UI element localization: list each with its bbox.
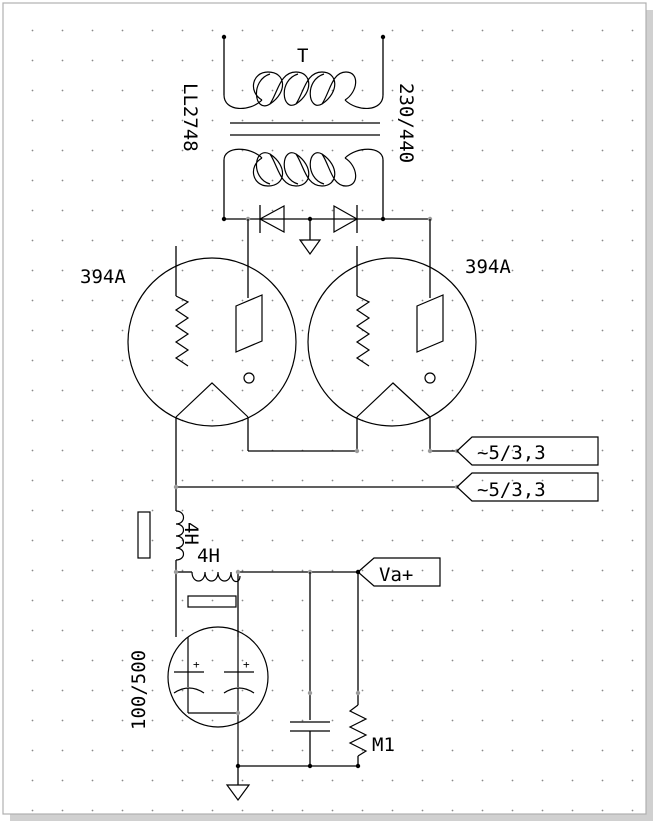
transformer-voltage-label: 230/440 <box>395 83 417 163</box>
grid-dots <box>4 4 645 813</box>
ground-symbol <box>225 784 251 802</box>
ground-bus <box>225 763 361 802</box>
transformer[interactable]: T LL2748 230/440 <box>179 34 417 219</box>
dual-capacitor[interactable]: + + 100/500 <box>128 626 269 766</box>
meter-resistor[interactable]: M1 <box>348 572 395 766</box>
secondary-winding <box>252 152 357 187</box>
film-capacitor[interactable] <box>290 572 330 766</box>
choke-1[interactable]: 4H <box>137 510 202 572</box>
choke-2[interactable]: 4H <box>176 545 241 608</box>
transformer-label: T <box>297 45 308 67</box>
tube-right[interactable]: 394A <box>307 219 511 427</box>
choke-1-label: 4H <box>180 522 202 545</box>
svg-text:+: + <box>193 658 200 671</box>
meter-label: M1 <box>372 734 395 756</box>
heater-port-2-label: ~5/3,3 <box>477 479 546 501</box>
heater-port-1[interactable]: ~5/3,3 <box>456 436 599 466</box>
ground-symbol <box>298 239 322 256</box>
capacitor-label: 100/500 <box>128 650 150 730</box>
tube-left[interactable]: 394A <box>80 219 297 427</box>
tube-left-label: 394A <box>80 266 126 288</box>
tube-right-label: 394A <box>465 256 511 278</box>
svg-text:+: + <box>243 658 250 671</box>
transformer-model-label: LL2748 <box>179 83 201 152</box>
choke-2-label: 4H <box>197 545 220 567</box>
heater-port-2[interactable]: ~5/3,3 <box>456 472 599 502</box>
heater-port-1-label: ~5/3,3 <box>477 442 546 464</box>
primary-winding <box>252 71 357 107</box>
output-port-label: Va+ <box>379 564 413 586</box>
output-port[interactable]: Va+ <box>357 557 441 587</box>
